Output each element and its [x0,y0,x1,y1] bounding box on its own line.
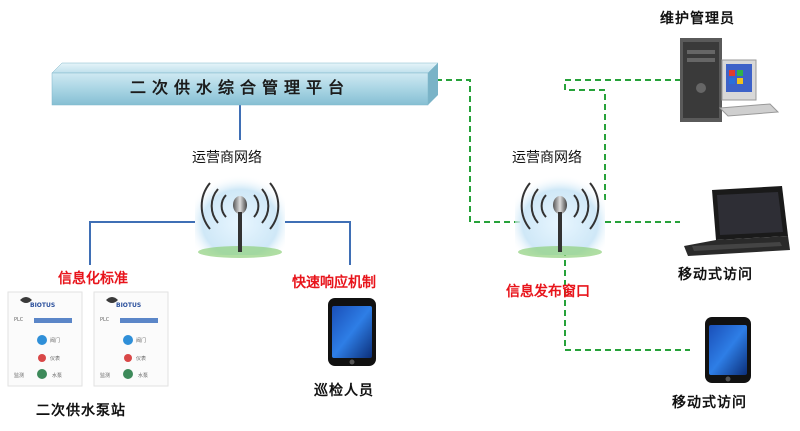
pump-station-graphics [7,291,169,387]
network-label-right: 运营商网络 [512,150,582,166]
inspection-label: 巡检人员 [314,383,374,399]
mobile-access-label-1: 移动式访问 [678,267,753,283]
maintenance-admin-label: 维护管理员 [660,11,735,27]
station-card-item: 水泵 [138,373,149,379]
fast-response-label: 快速响应机制 [292,275,376,291]
station-card-brand: BIOTUS [116,302,142,309]
station-card-item: 阀门 [136,338,147,344]
pump-station-label: 二次供水泵站 [36,403,126,419]
green-links [436,79,690,351]
inspector-phone-icon [328,298,376,366]
station-card-item: 监测 [100,373,111,379]
station-card-brand: BIOTUS [30,302,56,309]
right-antenna-icon [515,175,605,258]
station-card-item: 监测 [14,373,25,379]
blue-links [89,100,351,265]
platform-title: 二次供水综合管理平台 [129,78,350,97]
laptop-icon [684,186,790,256]
info-standard-label: 信息化标准 [58,271,128,287]
station-card-item: PLC [14,317,24,323]
station-card-item: 仪表 [136,356,147,362]
network-label-left: 运营商网络 [192,150,262,166]
desktop-computer-icon [680,38,780,122]
station-card-item: 水泵 [52,373,63,379]
mobile-access-label-2: 移动式访问 [672,395,747,411]
station-card-item: 仪表 [50,356,61,362]
left-antenna-icon [195,175,285,258]
station-card-item: 阀门 [50,338,61,344]
station-card-item: PLC [100,317,110,323]
platform-bar [51,62,439,106]
info-release-label: 信息发布窗口 [506,284,590,300]
mobile-phone-icon [705,317,751,383]
